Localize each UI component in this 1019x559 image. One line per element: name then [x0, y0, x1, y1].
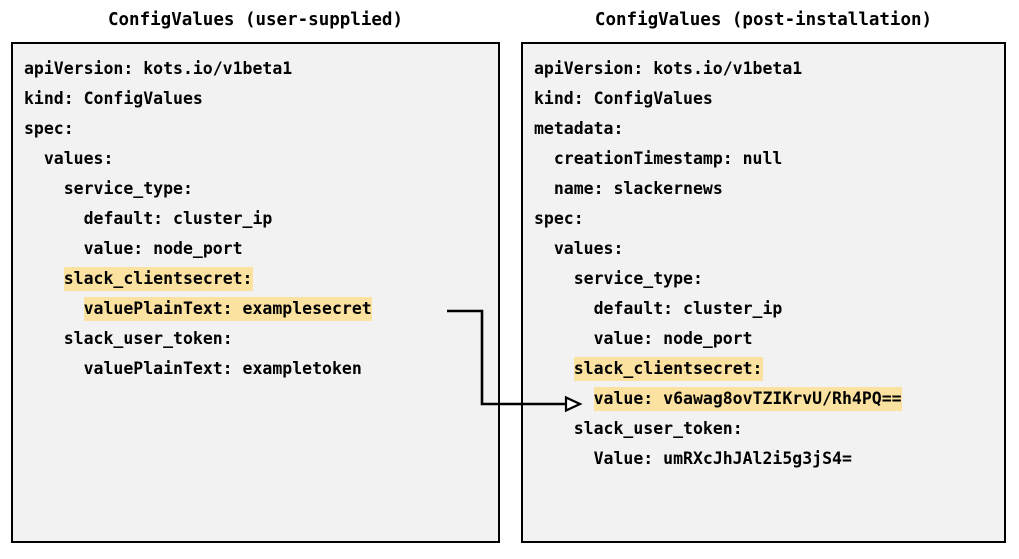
left-line: spec: — [24, 114, 494, 144]
left-indent — [24, 209, 84, 228]
right-line: name: slackernews — [534, 174, 1000, 204]
right-line: slack_clientsecret: — [534, 354, 1000, 384]
left-indent — [24, 269, 64, 288]
right-config-code: apiVersion: kots.io/v1beta1 kind: ConfigV… — [534, 54, 1000, 474]
left-indent — [24, 329, 64, 348]
left-line-text: kind: ConfigValues — [24, 89, 203, 108]
left-line: value: node_port — [24, 234, 494, 264]
left-config-code: apiVersion: kots.io/v1beta1 kind: ConfigV… — [24, 54, 494, 384]
right-line: values: — [534, 234, 1000, 264]
left-line: kind: ConfigValues — [24, 84, 494, 114]
left-line-text: slack_clientsecret: — [63, 267, 253, 291]
right-indent — [534, 269, 574, 288]
right-panel-title: ConfigValues (post-installation) — [594, 10, 933, 30]
right-line-text: value: v6awag8ovTZIKrvU/Rh4PQ== — [593, 387, 902, 411]
right-line-text: creationTimestamp: null — [553, 149, 783, 168]
left-line-text: default: cluster_ip — [83, 209, 273, 228]
right-line-text: default: cluster_ip — [593, 299, 783, 318]
right-line: slack_user_token: — [534, 414, 1000, 444]
left-line-text: slack_user_token: — [63, 329, 233, 348]
left-panel-title: ConfigValues (user-supplied) — [107, 10, 403, 30]
right-indent — [534, 149, 554, 168]
right-line-text: Value: umRXcJhJAl2i5g3jS4= — [593, 449, 852, 468]
right-line-text: apiVersion: kots.io/v1beta1 — [534, 59, 803, 78]
left-line: slack_clientsecret: — [24, 264, 494, 294]
left-indent — [24, 179, 64, 198]
right-line: kind: ConfigValues — [534, 84, 1000, 114]
left-line-text: spec: — [24, 119, 74, 138]
left-line: apiVersion: kots.io/v1beta1 — [24, 54, 494, 84]
left-line: default: cluster_ip — [24, 204, 494, 234]
left-line-text: value: node_port — [83, 239, 243, 258]
right-config-panel: apiVersion: kots.io/v1beta1 kind: ConfigV… — [521, 42, 1006, 543]
right-indent — [534, 419, 574, 438]
right-line-text: name: slackernews — [553, 179, 723, 198]
left-line-text: apiVersion: kots.io/v1beta1 — [24, 59, 293, 78]
right-line: metadata: — [534, 114, 1000, 144]
right-line: service_type: — [534, 264, 1000, 294]
right-line: default: cluster_ip — [534, 294, 1000, 324]
right-line: creationTimestamp: null — [534, 144, 1000, 174]
left-indent — [24, 149, 44, 168]
right-indent — [534, 329, 594, 348]
right-line-text: values: — [553, 239, 624, 258]
left-indent — [24, 359, 84, 378]
right-line-text: slack_clientsecret: — [573, 357, 763, 381]
right-indent — [534, 179, 554, 198]
right-line-text: slack_user_token: — [573, 419, 743, 438]
right-line: value: v6awag8ovTZIKrvU/Rh4PQ== — [534, 384, 1000, 414]
right-line-text: value: node_port — [593, 329, 753, 348]
right-indent — [534, 449, 594, 468]
left-line: slack_user_token: — [24, 324, 494, 354]
left-line: values: — [24, 144, 494, 174]
right-line: Value: umRXcJhJAl2i5g3jS4= — [534, 444, 1000, 474]
right-indent — [534, 299, 594, 318]
left-line: valuePlainText: exampletoken — [24, 354, 494, 384]
left-line-text: valuePlainText: exampletoken — [83, 359, 362, 378]
right-line: spec: — [534, 204, 1000, 234]
left-line: service_type: — [24, 174, 494, 204]
right-line-text: service_type: — [573, 269, 703, 288]
right-line-text: metadata: — [534, 119, 624, 138]
left-line: valuePlainText: examplesecret — [24, 294, 494, 324]
left-config-panel: apiVersion: kots.io/v1beta1 kind: ConfigV… — [11, 42, 500, 543]
right-line-text: kind: ConfigValues — [534, 89, 713, 108]
left-line-text: values: — [43, 149, 114, 168]
left-line-text: valuePlainText: examplesecret — [83, 297, 372, 321]
right-indent — [534, 359, 574, 378]
right-line: apiVersion: kots.io/v1beta1 — [534, 54, 1000, 84]
left-indent — [24, 239, 84, 258]
right-indent — [534, 239, 554, 258]
right-line: value: node_port — [534, 324, 1000, 354]
right-line-text: spec: — [534, 209, 584, 228]
right-indent — [534, 389, 594, 408]
left-line-text: service_type: — [63, 179, 193, 198]
left-indent — [24, 299, 84, 318]
